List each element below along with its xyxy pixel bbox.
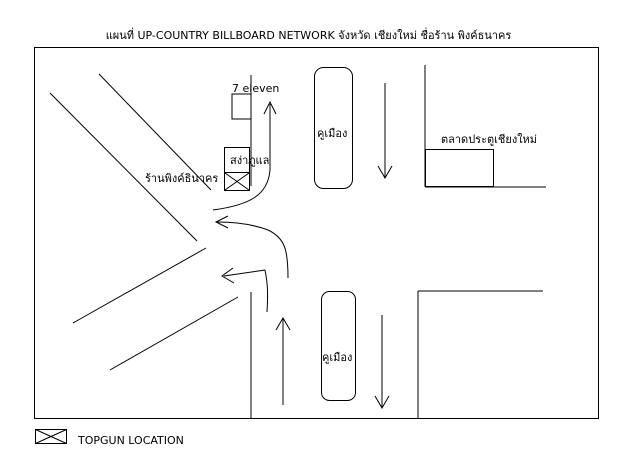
crossed-box-icon <box>35 429 67 444</box>
map-frame <box>34 47 599 419</box>
shop-label: ร้านพิงค์ธินาคร <box>145 172 219 185</box>
road-edge-nw-lower <box>49 92 198 242</box>
market-label: ตลาดประตูเชียงใหม่ <box>441 133 538 146</box>
road-edge-nw-upper <box>98 73 212 191</box>
seven-eleven-label: 7 eleven <box>232 82 280 95</box>
road-edge-sw <box>109 296 239 371</box>
sang-lab-label: สง่าภูแล <box>230 154 270 167</box>
topgun-location-marker <box>224 172 250 191</box>
moat-island-south <box>321 291 356 401</box>
arrow-turn-west-lower <box>264 269 269 313</box>
arrow-turn-west-upper <box>216 221 289 279</box>
moat-island-north <box>314 67 353 189</box>
north-island-label: คูเมือง <box>317 127 348 140</box>
south-island-label: คูเมือง <box>322 351 353 364</box>
legend-label: TOPGUN LOCATION <box>78 434 184 447</box>
arrow-curve-north <box>212 104 271 211</box>
map-title: แผนที่ UP-COUNTRY BILLBOARD NETWORK จังห… <box>105 29 512 42</box>
market-building <box>425 149 494 187</box>
seven-eleven-building <box>231 93 251 120</box>
road-edge-w-lower <box>72 247 207 324</box>
